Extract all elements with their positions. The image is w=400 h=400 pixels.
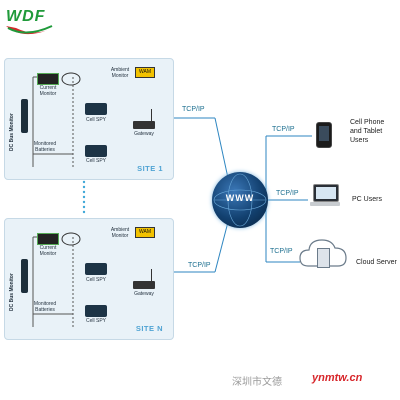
cell-spy-top-icon (85, 103, 107, 115)
gateway-label: Gateway (134, 131, 154, 137)
logo: WDF (2, 4, 64, 38)
phone-icon (316, 122, 332, 148)
cell-spy-bottom-icon (85, 305, 107, 317)
site-n-label: SITE N (135, 324, 163, 333)
cell-spy-top-icon (85, 263, 107, 275)
logo-text: WDF (6, 8, 46, 25)
globe-label: WWW (225, 193, 255, 203)
cloud-tcp-label: TCP/IP (270, 248, 293, 255)
wam-badge: WAM (135, 67, 155, 78)
pc-tcp-label: TCP/IP (276, 190, 299, 197)
laptop-icon (310, 184, 340, 210)
site-1-label: SITE 1 (137, 164, 163, 173)
logo-swoosh-icon (6, 25, 53, 35)
gateway-label: Gateway (134, 291, 154, 297)
dc-bus-monitor-icon (21, 259, 28, 293)
globe-grid-icon (213, 173, 267, 227)
site-continuation-dots (82, 180, 86, 214)
cloud-server-label: Cloud Server (356, 259, 397, 266)
wam-badge: WAM (135, 227, 155, 238)
cell-spy-top-label: Cell SPY (85, 277, 106, 283)
pc-users-label: PC Users (352, 196, 382, 203)
server-icon (317, 248, 330, 268)
cell-spy-top-label: Cell SPY (85, 117, 106, 123)
cell-spy-bottom-icon (85, 145, 107, 157)
dc-bus-monitor-label: DC Bus Monitor (9, 273, 15, 311)
watermark-domain-text: ynmtw.cn (312, 372, 363, 384)
gateway-antenna-icon (151, 109, 152, 121)
ambient-monitor-label: Ambient Monitor (110, 227, 130, 239)
ambient-monitor-label: Ambient Monitor (110, 67, 130, 79)
current-monitor-icon (37, 73, 59, 85)
gateway-antenna-icon (151, 269, 152, 281)
current-monitor-icon (37, 233, 59, 245)
gateway-icon (133, 121, 155, 129)
site1-tcp-label: TCP/IP (182, 106, 205, 113)
gateway-icon (133, 281, 155, 289)
dc-bus-monitor-icon (21, 99, 28, 133)
cell-spy-bottom-label: Cell SPY (85, 158, 106, 164)
phone-tcp-label: TCP/IP (272, 126, 295, 133)
siten-tcp-label: TCP/IP (188, 262, 211, 269)
cell-spy-bottom-label: Cell SPY (85, 318, 106, 324)
phone-users-label: Cell Phone and Tablet Users (350, 119, 385, 144)
www-globe: WWW (212, 172, 268, 228)
site-n-panel: DC Bus Monitor Current Monitor Ambient M… (4, 218, 174, 340)
current-monitor-label: Current Monitor (39, 245, 57, 257)
watermark-site-text: 深圳市文德 (232, 377, 282, 388)
site-1-panel: DC Bus Monitor Current Monitor Ambient M… (4, 58, 174, 180)
monitored-batteries-label: Monitored Batteries (33, 301, 57, 313)
dc-bus-monitor-label: DC Bus Monitor (9, 113, 15, 151)
cloud-server-icon (298, 232, 348, 274)
current-monitor-label: Current Monitor (39, 85, 57, 97)
monitored-batteries-label: Monitored Batteries (33, 141, 57, 153)
